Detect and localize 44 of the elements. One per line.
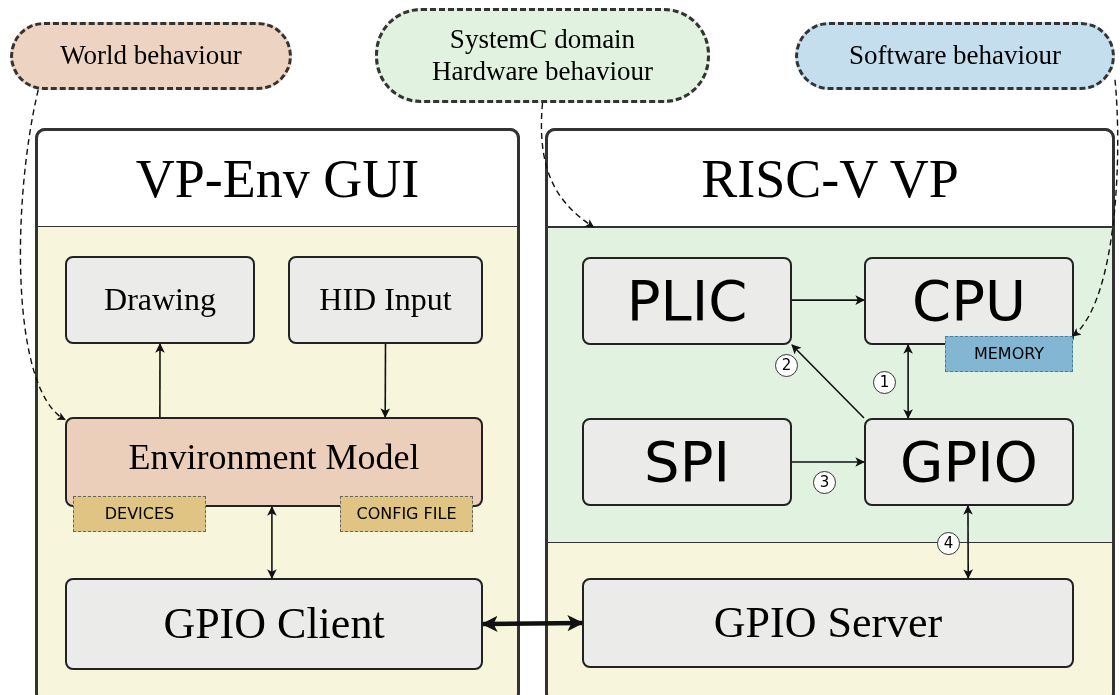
tag-box — [945, 336, 1073, 372]
box-label: CONFIG FILE — [356, 503, 457, 525]
box-label: PLIC — [626, 267, 748, 335]
note-bubble — [795, 22, 1115, 90]
arrow — [791, 457, 865, 467]
arrow — [791, 295, 865, 305]
box-label: Software behaviour — [848, 41, 1062, 71]
arrow — [963, 505, 973, 579]
dashed-arrow — [540, 102, 595, 228]
arrow — [267, 506, 277, 579]
panel-title: RISC-V VP — [701, 151, 959, 206]
box-label: CPU — [912, 267, 1026, 335]
box-label: SystemC domain Hardware behaviour — [430, 24, 655, 87]
dashed-arrow — [1072, 79, 1119, 337]
process-box — [864, 418, 1074, 506]
tag-box — [73, 496, 206, 532]
box-label: GPIO Server — [713, 597, 943, 649]
box-label: GPIO Client — [163, 598, 385, 650]
panel-title: VP-Env GUI — [135, 151, 420, 206]
arrow — [380, 343, 390, 418]
arrow — [155, 343, 165, 418]
tag-box — [340, 496, 473, 532]
dashed-arrow — [19, 89, 66, 421]
box-label: World behaviour — [60, 41, 242, 71]
process-box — [582, 418, 792, 506]
panel — [35, 128, 520, 695]
box-label: MEMORY — [973, 343, 1045, 365]
box-label: DEVICES — [104, 503, 175, 525]
process-box — [582, 578, 1074, 668]
arrow — [791, 344, 865, 419]
process-box — [65, 256, 255, 344]
box-label: HID Input — [319, 282, 452, 318]
process-box — [65, 417, 483, 507]
box-label: Environment Model — [128, 439, 420, 475]
process-box — [288, 256, 483, 344]
box-label: Drawing — [104, 282, 216, 318]
arrow — [903, 344, 913, 419]
process-box — [65, 578, 483, 670]
arrow — [481, 615, 584, 632]
panel — [545, 128, 1115, 695]
process-box — [864, 257, 1074, 345]
process-box — [582, 257, 792, 345]
box-label: SPI — [644, 428, 730, 496]
box-label: GPIO — [900, 428, 1038, 496]
